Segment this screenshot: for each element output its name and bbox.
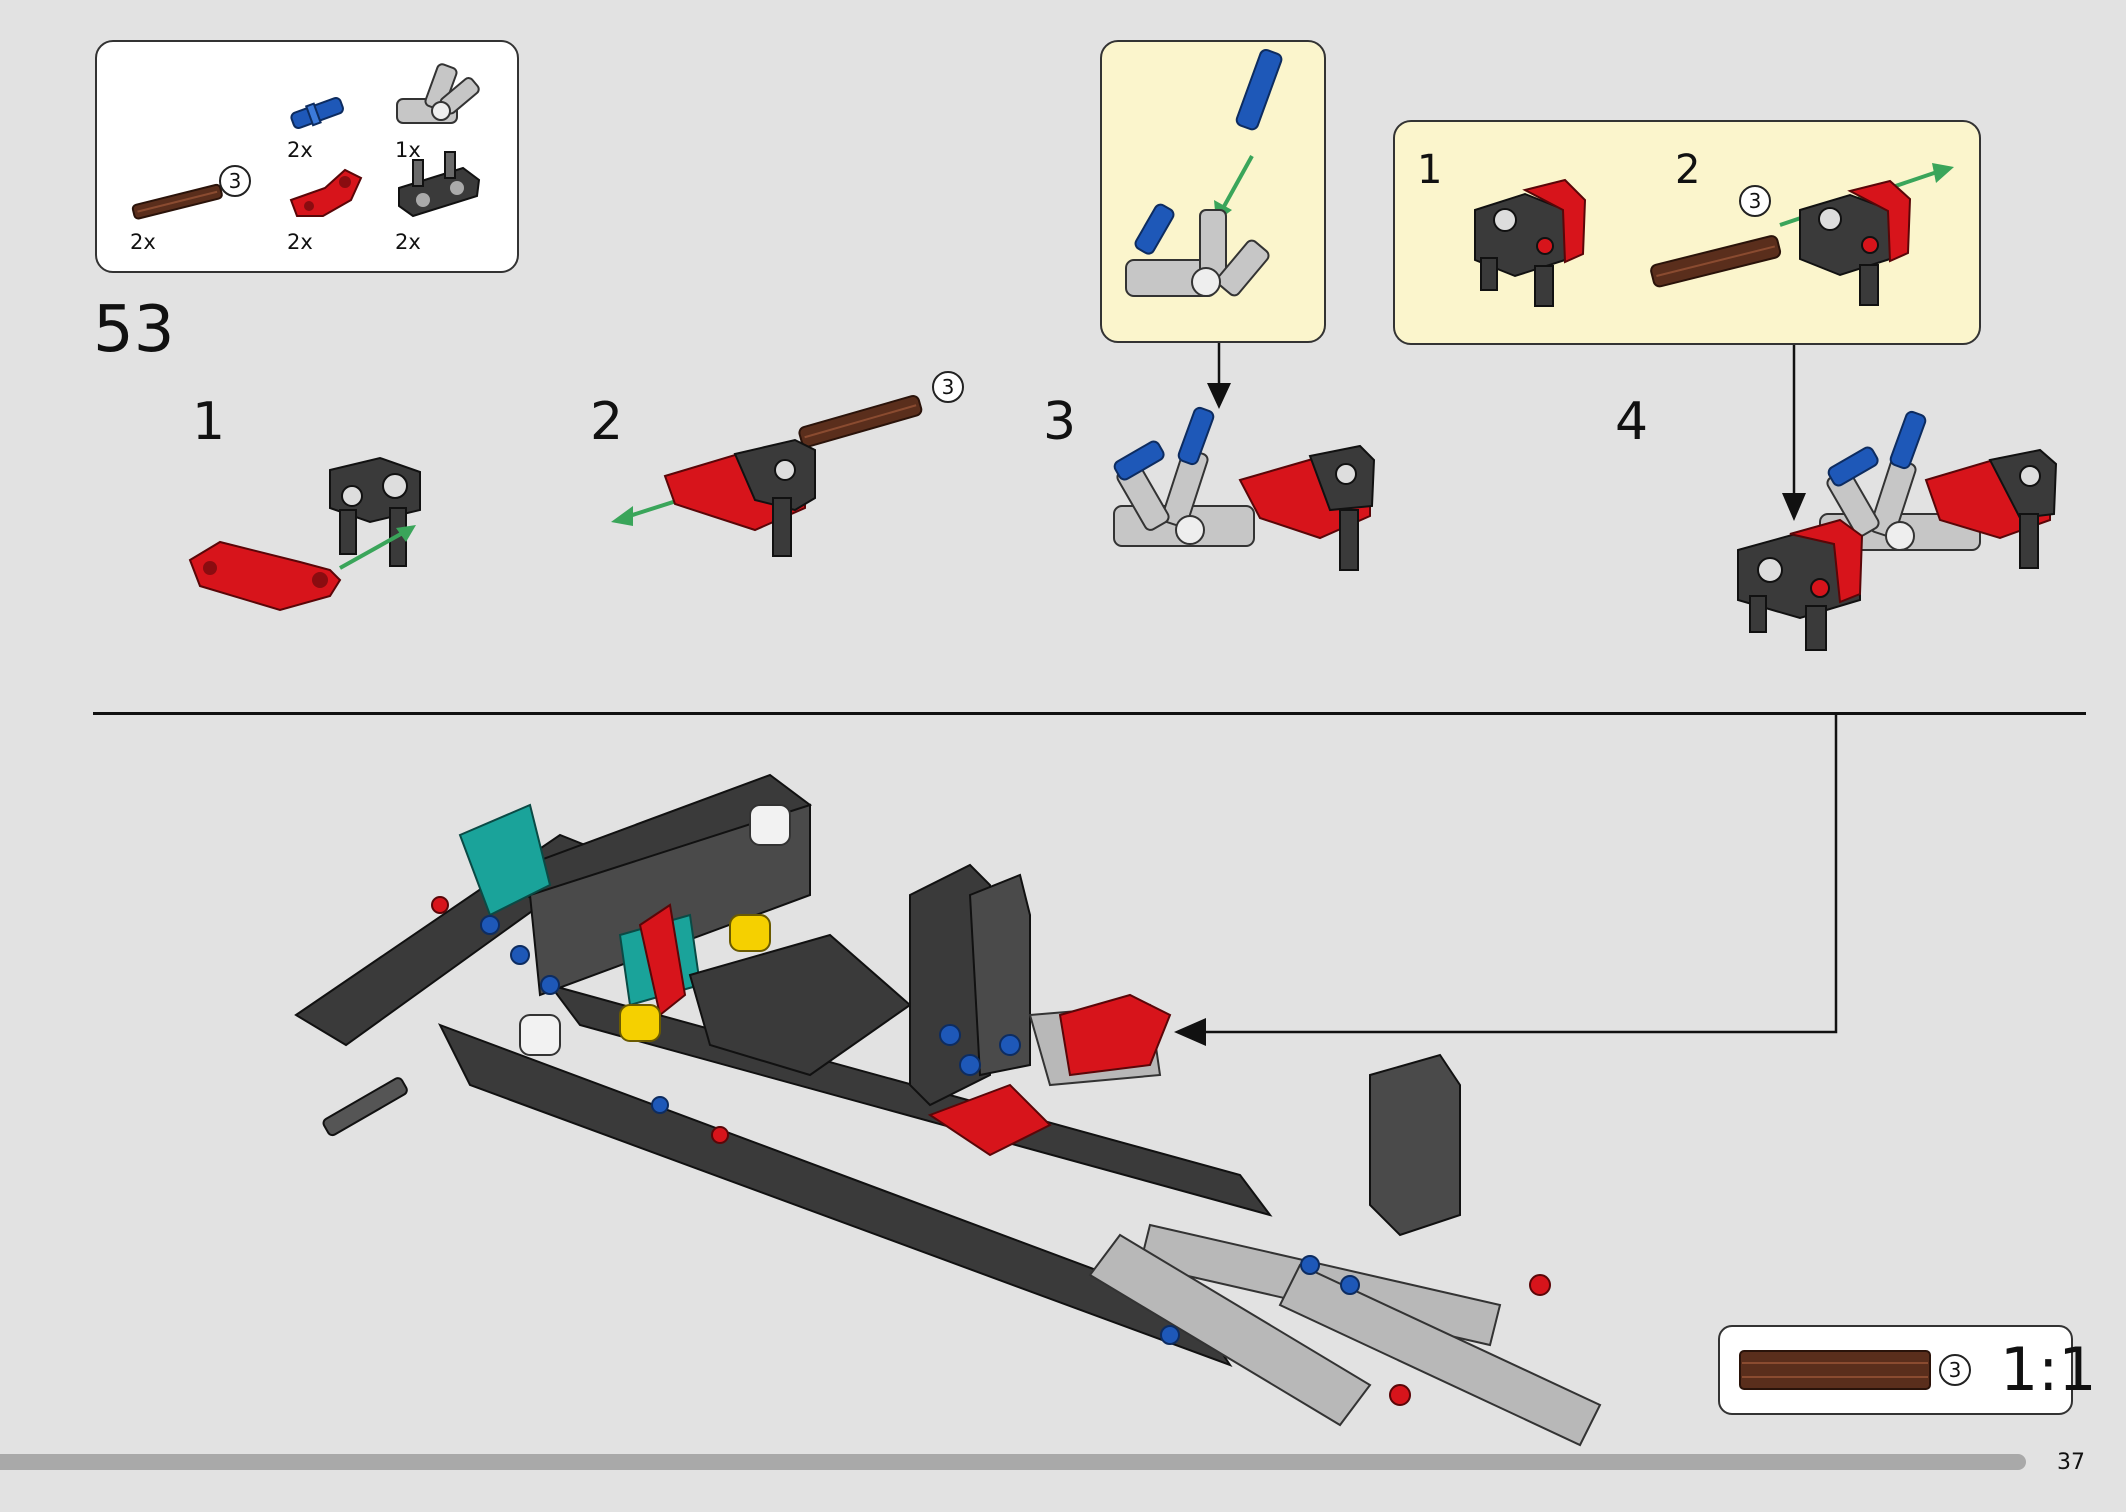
substep-4-illustration [1737,410,2058,651]
callout-4-connector [1782,345,1806,521]
substep-2-callout: 3 [932,371,964,403]
step-number: 53 [93,293,175,367]
assembly-placement-arrow [1174,714,1838,1046]
axle-length-3-icon [131,183,223,220]
substep-2-label: 2 [590,392,624,452]
parts-qty-axle: 2x [130,230,156,254]
substep-3-illustration [1113,406,1376,571]
step-divider [93,712,2086,715]
axle-1to1-icon [1739,1350,1931,1390]
parts-qty-red-beam: 2x [287,230,313,254]
callout-3-connector [1207,343,1231,409]
substep-3-label: 3 [1043,392,1077,452]
scale-axle-callout: 3 [1939,1354,1971,1386]
callout-substep-2-illustration [1650,163,1954,306]
callout-substep-1-illustration [1474,178,1587,307]
page-number: 37 [2057,1450,2085,1475]
red-angled-beam-icon [289,168,363,217]
parts-axle-length-callout: 3 [219,165,251,197]
substep-1-illustration [188,456,421,612]
axle-pin-blue-icon [290,97,344,130]
substep-2-illustration [611,394,923,557]
main-assembly-illustration [294,773,1602,1447]
gray-connector-hub-icon [396,63,480,124]
callout-substep-1-label: 1 [1417,147,1443,193]
substep-4-label: 4 [1615,392,1649,452]
substep-3-callout-illustration [1125,48,1283,297]
scale-text: 1:1 [2000,1335,2097,1405]
parts-qty-blue-pin: 2x [287,138,313,162]
substep-1-label: 1 [192,392,226,452]
callout-substep-2-callout: 3 [1739,185,1771,217]
parts-qty-dark-connector: 2x [395,230,421,254]
page-progress-bar [0,1454,2026,1470]
dark-gray-pin-connector-icon [398,151,481,218]
callout-substep-2-label: 2 [1675,147,1701,193]
parts-qty-gray-hub: 1x [395,138,421,162]
